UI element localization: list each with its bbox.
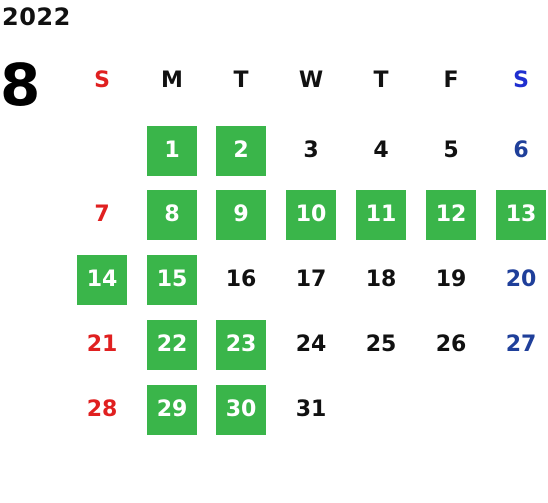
day-cell[interactable]: 3	[303, 138, 319, 163]
weekday-header: W	[298, 68, 324, 93]
day-cell[interactable]: 21	[86, 332, 118, 357]
weekday-header: S	[94, 68, 110, 93]
day-cell[interactable]: 18	[365, 267, 397, 292]
weekday-header: T	[373, 68, 389, 93]
year-label: 2022	[2, 3, 71, 31]
month-number: 8	[0, 51, 41, 119]
highlighted-day-cell[interactable]: 10	[286, 190, 336, 240]
day-cell[interactable]: 24	[295, 332, 327, 357]
day-cell[interactable]: 4	[373, 138, 389, 163]
weekday-header: M	[161, 68, 183, 93]
weekday-header: T	[233, 68, 249, 93]
highlighted-day-cell[interactable]: 30	[216, 385, 266, 435]
highlighted-day-cell[interactable]: 29	[147, 385, 197, 435]
highlighted-day-cell[interactable]: 22	[147, 320, 197, 370]
highlighted-day-cell[interactable]: 13	[496, 190, 546, 240]
day-cell[interactable]: 19	[435, 267, 467, 292]
highlighted-day-cell[interactable]: 8	[147, 190, 197, 240]
day-cell[interactable]: 27	[505, 332, 537, 357]
weekday-header: F	[443, 68, 459, 93]
day-cell[interactable]: 20	[505, 267, 537, 292]
highlighted-day-cell[interactable]: 15	[147, 255, 197, 305]
day-cell[interactable]: 25	[365, 332, 397, 357]
weekday-header: S	[513, 68, 529, 93]
day-cell[interactable]: 6	[513, 138, 529, 163]
day-cell[interactable]: 28	[86, 397, 118, 422]
day-cell[interactable]: 31	[295, 397, 327, 422]
day-cell[interactable]: 16	[225, 267, 257, 292]
highlighted-day-cell[interactable]: 1	[147, 126, 197, 176]
highlighted-day-cell[interactable]: 12	[426, 190, 476, 240]
day-cell[interactable]: 26	[435, 332, 467, 357]
highlighted-day-cell[interactable]: 9	[216, 190, 266, 240]
day-cell[interactable]: 17	[295, 267, 327, 292]
highlighted-day-cell[interactable]: 2	[216, 126, 266, 176]
day-cell[interactable]: 5	[443, 138, 459, 163]
highlighted-day-cell[interactable]: 14	[77, 255, 127, 305]
day-cell[interactable]: 7	[94, 202, 110, 227]
highlighted-day-cell[interactable]: 11	[356, 190, 406, 240]
highlighted-day-cell[interactable]: 23	[216, 320, 266, 370]
